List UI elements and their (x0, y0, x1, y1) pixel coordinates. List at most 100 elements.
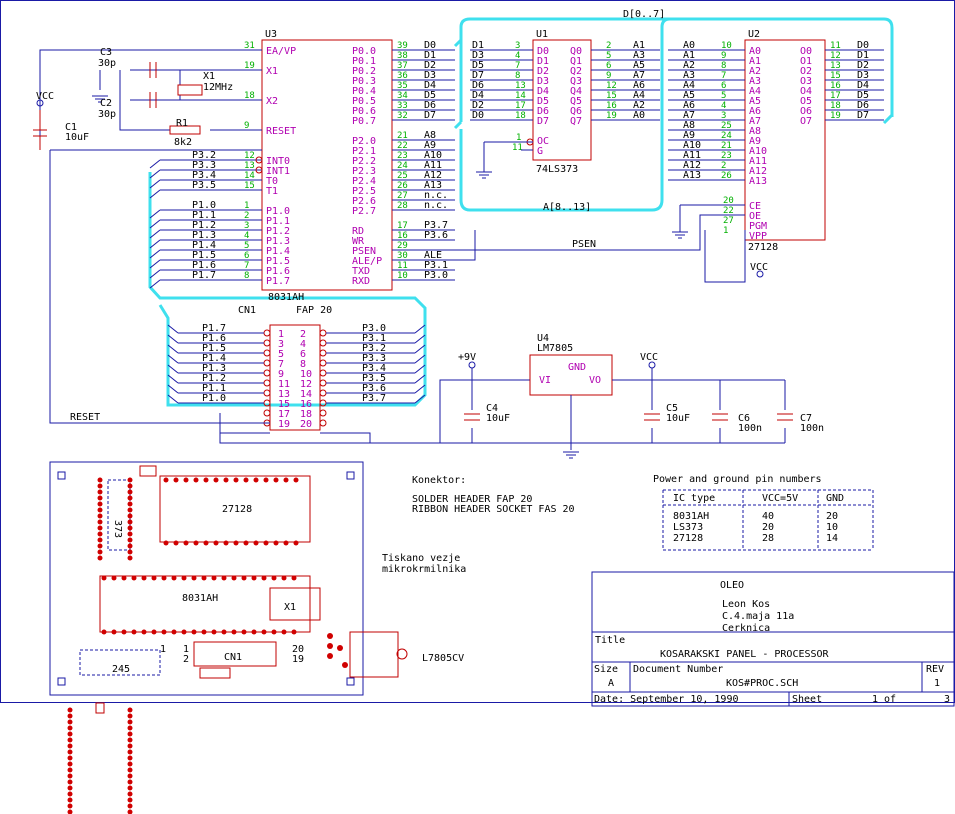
u3-left-entry (149, 229, 161, 239)
u1-in-number: 4 (515, 51, 520, 61)
pcb-pad-overflow (67, 761, 73, 767)
pcb-pad (327, 653, 333, 659)
u2-addr-label: A6 (749, 106, 761, 117)
cn1-left-entry (167, 374, 179, 384)
konektor-title: Konektor: (412, 475, 466, 486)
table-cell: 10 (826, 522, 838, 533)
c4-ref: C4 (486, 403, 498, 414)
u3-right-net: P3.7 (424, 220, 448, 231)
tb-sheet-of: 1 of (872, 694, 896, 705)
u3-pin-number: 5 (244, 241, 249, 251)
u1-out-label: Q4 (570, 86, 582, 97)
u2-addr-number: 23 (721, 151, 732, 161)
u2-addr-label: A5 (749, 96, 761, 107)
pcb-pad-overflow (67, 809, 73, 814)
u1-in-net: D1 (472, 40, 484, 51)
pcb-pad (241, 575, 247, 581)
u2-out-net: D5 (857, 90, 869, 101)
pcb-pad-overflow (127, 725, 133, 731)
tb-title: KOSARAKSKI PANEL - PROCESSOR (660, 649, 830, 660)
pcb-pad (127, 513, 133, 519)
cn1-left-number: 15 (278, 399, 290, 410)
tb-city: Cerknica (722, 623, 770, 634)
pcb-pin2: 2 (183, 654, 189, 665)
u3-pin-label: P0.6 (352, 106, 376, 117)
u3-pin-number: 21 (397, 131, 408, 141)
u3-pin-number: 22 (397, 141, 408, 151)
u3-right-net: D4 (424, 80, 436, 91)
pcb-pad (131, 575, 137, 581)
tb-size-label: Size (594, 664, 618, 675)
konektor-line2: RIBBON HEADER SOCKET FAS 20 (412, 504, 575, 515)
u3-inv-bubble (255, 166, 263, 174)
pcb-pad (223, 477, 229, 483)
pcb-pad (253, 477, 259, 483)
u2-addr-label: A13 (749, 176, 767, 187)
cn1-pin-right (319, 389, 327, 397)
u2-out-number: 15 (830, 71, 841, 81)
pcb-pad-overflow (127, 755, 133, 761)
pcb-layout: 27128 8031AH X1 CN1 245 373 1 2 20 19 1 … (49, 461, 466, 696)
title-block: OLEO Leon Kos C.4.maja 11a Cerknica Titl… (591, 571, 955, 707)
u3-pin-number: 7 (244, 261, 249, 271)
u3-right-net: D2 (424, 60, 436, 71)
pcb-pad (127, 531, 133, 537)
pcb-pad (233, 540, 239, 546)
pcb-pad (241, 629, 247, 635)
pcb-pad-overflow (127, 773, 133, 779)
u2-addr-number: 2 (721, 161, 726, 171)
u2-out-net: D6 (857, 100, 869, 111)
u2-ctrl-number: 27 (723, 216, 734, 226)
u3-pin-number: 8 (244, 271, 249, 281)
u1-in-number: 13 (515, 81, 526, 91)
pcb-pad-overflow (127, 743, 133, 749)
u3-pin-number: 1 (244, 201, 249, 211)
pcb-373-label: 373 (112, 520, 123, 538)
u3-pin-number: 39 (397, 41, 408, 51)
u1-out-label: Q6 (570, 106, 582, 117)
u2-addr-net: A12 (683, 160, 701, 171)
pcb-pad-overflow (127, 749, 133, 755)
cn1-pin-left (263, 339, 271, 347)
pcb-pad (211, 575, 217, 581)
pcb-pad-overflow (67, 803, 73, 809)
u3-pin-label: P0.4 (352, 86, 376, 97)
u2-out-label: O6 (800, 106, 812, 117)
u3-pin-number: 29 (397, 241, 408, 251)
u3-pin-label: P0.0 (352, 46, 376, 57)
u3-pin-label: P2.0 (352, 136, 376, 147)
u1-in-label: D5 (537, 96, 549, 107)
cn1-right-number: 12 (300, 379, 312, 390)
u1-out-number: 12 (606, 81, 617, 91)
cn1-pin-left (263, 409, 271, 417)
u2-addr-number: 26 (721, 171, 732, 181)
pcb-cn-label: CN1 (224, 652, 242, 663)
pcb-pad (121, 629, 127, 635)
u3-pin-label: P2.3 (352, 166, 376, 177)
vcc-label-3: VCC (640, 352, 658, 363)
u1-in-net: D0 (472, 110, 484, 121)
u3-pin-number: 15 (244, 181, 255, 191)
pcb-pad (97, 477, 103, 483)
u2-addr-net: A11 (683, 150, 701, 161)
pcb-pad (101, 575, 107, 581)
reset-net-label: RESET (70, 412, 100, 423)
u3-pin-label: RESET (266, 126, 296, 137)
u2-addr-number: 24 (721, 131, 732, 141)
u1-in-label: D4 (537, 86, 549, 97)
pcb-pad-overflow (127, 791, 133, 797)
u2-ref: U2 (748, 29, 760, 40)
u3-pin-label: P0.3 (352, 76, 376, 87)
u2-addr-label: A2 (749, 66, 761, 77)
u3-right-net: D7 (424, 110, 436, 121)
u3-left-entry (149, 209, 161, 219)
u3-pin-number: 28 (397, 201, 408, 211)
u3-pin-number: 32 (397, 111, 408, 121)
pcb-pad (127, 477, 133, 483)
cn1-right-net: P3.5 (362, 373, 386, 384)
cn1-right-entry (414, 394, 426, 404)
cn1-pin-right (319, 349, 327, 357)
cn1-right-number: 18 (300, 409, 312, 420)
